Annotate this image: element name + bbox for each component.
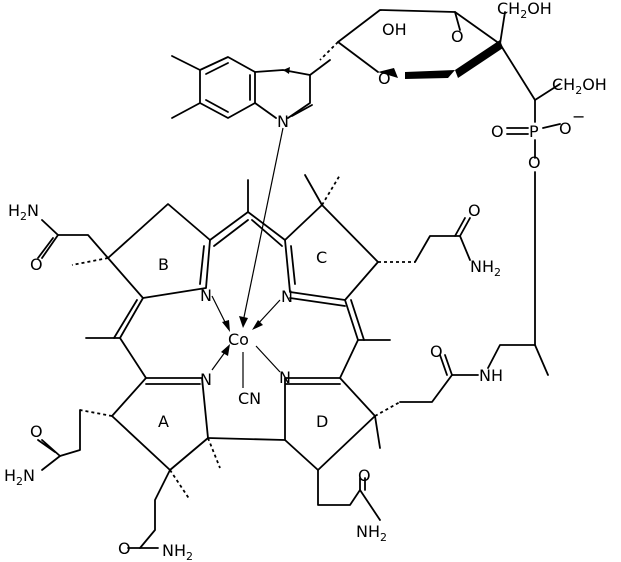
atom-o-amide-chain: O	[430, 342, 443, 361]
ring-label-a: A	[158, 412, 169, 431]
amide-h2n-a: H2N	[4, 466, 35, 488]
atom-n-ring-c: N	[281, 287, 293, 306]
atom-o-amide-b: O	[30, 255, 43, 274]
atom-o-amide-c: O	[468, 201, 481, 220]
atom-p-phosphate: P	[529, 122, 539, 141]
ribose-group	[319, 9, 561, 123]
amide-nh2-d: NH2	[356, 522, 387, 544]
n-co-coordination-arrow	[242, 127, 284, 323]
atom-n-benzimidazole: N	[277, 112, 289, 131]
atom-ch2oh-right: CH2OH	[552, 75, 607, 97]
phosphate-chain	[487, 123, 561, 376]
corrin-ring	[85, 179, 391, 471]
ring-label-d: D	[316, 412, 328, 431]
atom-o-phosphate-ester: O	[528, 153, 541, 172]
amide-h2n-b: H2N	[8, 201, 39, 223]
cobalt-coordination	[211, 295, 281, 388]
atom-o-phosphate-double: O	[491, 122, 504, 141]
atom-n-ring-b: N	[200, 286, 212, 305]
charge-minus: −	[572, 107, 585, 126]
atom-o-amide-d: O	[358, 466, 371, 485]
atom-nh-chain: NH	[479, 366, 503, 385]
atom-o-phosphate-anion: O	[559, 119, 572, 138]
atom-ch2oh-top: CH2OH	[497, 0, 552, 21]
amide-nh2-bottom: NH2	[162, 541, 193, 562]
ring-label-c: C	[316, 248, 327, 267]
amide-groups	[37, 217, 471, 549]
corrin-substituents	[57, 174, 479, 549]
atom-o-ribose-ring: O	[378, 69, 391, 88]
atom-oh-ribose: OH	[382, 20, 407, 39]
atom-o-amide-bottom: O	[118, 539, 131, 558]
atom-o-ribose: O	[451, 27, 464, 46]
benzimidazole-group	[171, 55, 331, 119]
ring-label-b: B	[158, 255, 169, 274]
atom-o-amide-a: O	[30, 422, 43, 441]
atom-n-ring-a: N	[200, 370, 212, 389]
atom-n-ring-d: N	[279, 368, 291, 387]
cobalt-atom: Co	[228, 330, 249, 349]
amide-nh2-c: NH2	[470, 257, 501, 279]
cyanide-ligand: CN	[238, 389, 261, 408]
